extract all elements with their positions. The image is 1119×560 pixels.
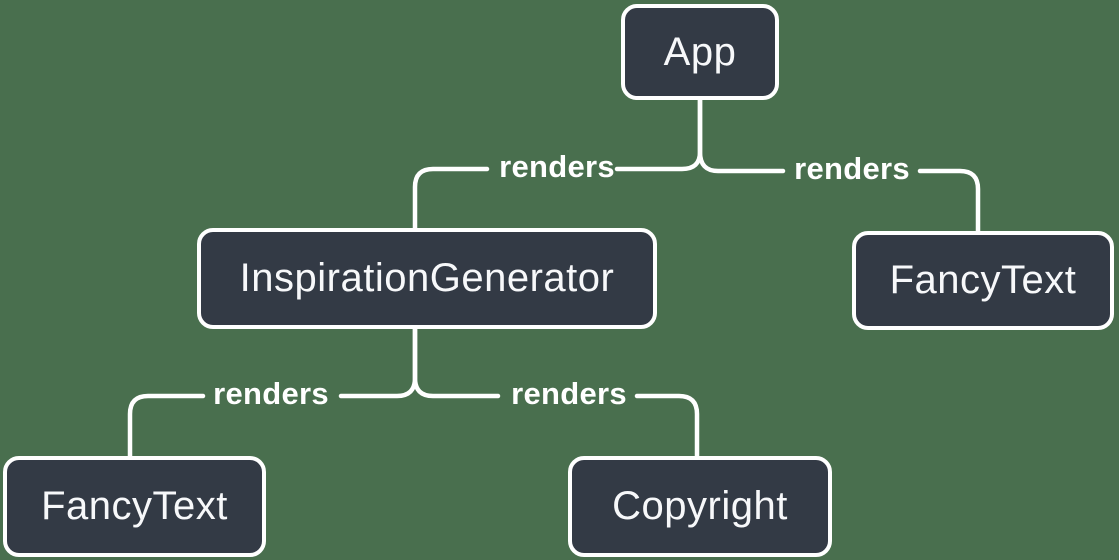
node-copyright: Copyright — [568, 456, 832, 557]
node-copyright-label: Copyright — [612, 484, 788, 528]
node-fancy-text-bottom: FancyText — [3, 456, 266, 557]
node-app: App — [621, 4, 779, 100]
node-fancy-text-right-label: FancyText — [889, 258, 1077, 302]
edge-label-inspirationgenerator-fancytext: renders — [213, 376, 329, 411]
node-inspiration-generator-label: InspirationGenerator — [239, 256, 615, 300]
edge-label-inspirationgenerator-copyright: renders — [511, 376, 627, 411]
node-fancy-text-bottom-label: FancyText — [41, 484, 228, 528]
node-fancy-text-right: FancyText — [852, 231, 1114, 330]
node-app-label: App — [663, 29, 737, 74]
edge-label-app-fancytext: renders — [794, 151, 910, 186]
edge-app-to-fancytext — [697, 97, 981, 235]
edge-label-app-inspirationgenerator: renders — [499, 149, 615, 184]
node-inspiration-generator: InspirationGenerator — [197, 228, 657, 329]
edge-inspirationgenerator-to-copyright — [412, 326, 700, 460]
